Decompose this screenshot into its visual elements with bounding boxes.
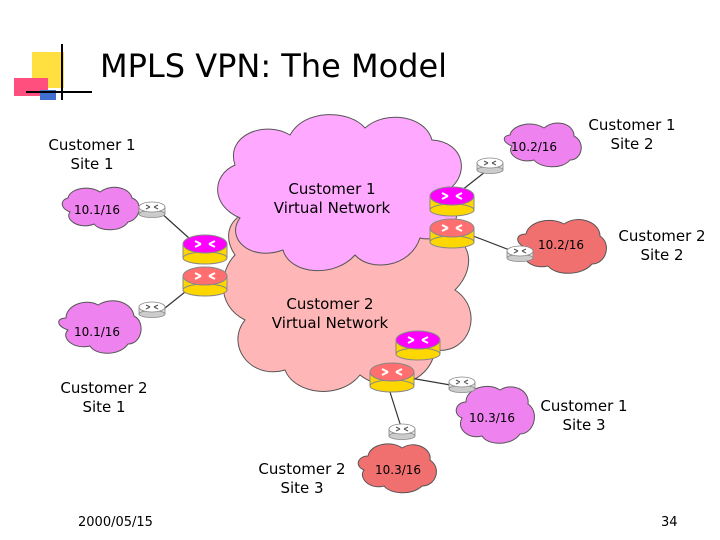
- c1s3-prefix: 10.3/16: [469, 411, 516, 425]
- pe-router-c1-south-icon: [395, 330, 441, 361]
- customer2-network-line1: Customer 2: [286, 295, 374, 313]
- slide-title: MPLS VPN: The Model: [100, 47, 448, 85]
- c1s1-line2: Site 1: [70, 155, 114, 173]
- page-number: 34: [661, 515, 678, 530]
- ce-router-c2s3-icon: [388, 423, 416, 441]
- footer-date: 2000/05/15: [78, 515, 153, 530]
- c2s1-line1: Customer 2: [60, 379, 148, 397]
- c1s3-label: Customer 1 Site 3: [534, 397, 634, 435]
- c2s2-label: Customer 2 Site 2: [612, 227, 712, 265]
- c2s3-line2: Site 3: [280, 479, 324, 497]
- c1s1-prefix: 10.1/16: [74, 203, 121, 217]
- c2s2-line2: Site 2: [640, 246, 684, 264]
- customer1-network-line1: Customer 1: [288, 180, 376, 198]
- c1s2-line2: Site 2: [610, 135, 654, 153]
- c2s1-prefix: 10.1/16: [74, 325, 121, 339]
- ce-router-c2s1-icon: [138, 301, 166, 319]
- pe-router-c1-west-icon: [182, 234, 228, 265]
- customer2-network-line2: Virtual Network: [271, 314, 389, 332]
- ce-router-c1s1-icon: [138, 201, 166, 219]
- customer1-network-line2: Virtual Network: [273, 199, 391, 217]
- c1s2-line1: Customer 1: [588, 116, 676, 134]
- c2s2-line1: Customer 2: [618, 227, 706, 245]
- c2s1-cloud-icon: [58, 300, 142, 354]
- c2s2-prefix: 10.2/16: [538, 238, 585, 252]
- c2s3-cloud-icon: [357, 443, 437, 494]
- c1s1-label: Customer 1 Site 1: [42, 136, 142, 174]
- logo-blue-square: [40, 90, 56, 100]
- c1s1-line1: Customer 1: [48, 136, 136, 154]
- c1s3-line2: Site 3: [562, 416, 606, 434]
- customer2-network-label: Customer 2 Virtual Network: [268, 295, 392, 333]
- ce-router-c1s2-icon: [476, 157, 504, 175]
- customer1-network-label: Customer 1 Virtual Network: [272, 180, 392, 218]
- c1s3-line1: Customer 1: [540, 397, 628, 415]
- ce-router-c1s3-icon: [448, 376, 476, 394]
- logo-squares: [14, 44, 92, 100]
- c2s3-prefix: 10.3/16: [375, 463, 422, 477]
- c1s1-cloud-icon: [61, 186, 140, 231]
- pe-router-c1-east-icon: [429, 186, 475, 217]
- c2s3-label: Customer 2 Site 3: [252, 460, 352, 498]
- c1s2-prefix: 10.2/16: [511, 140, 558, 154]
- pe-router-c2-east-icon: [429, 218, 475, 249]
- pe-router-c2-south-icon: [369, 362, 415, 393]
- ce-router-c2s2-icon: [506, 245, 534, 263]
- c2s3-line1: Customer 2: [258, 460, 346, 478]
- pe-router-c2-west-icon: [182, 266, 228, 297]
- c1s2-label: Customer 1 Site 2: [582, 116, 682, 154]
- c1s2-cloud-icon: [503, 122, 582, 168]
- c2s1-line2: Site 1: [82, 398, 126, 416]
- c2s1-label: Customer 2 Site 1: [54, 379, 154, 417]
- c1s3-cloud-icon: [455, 386, 535, 444]
